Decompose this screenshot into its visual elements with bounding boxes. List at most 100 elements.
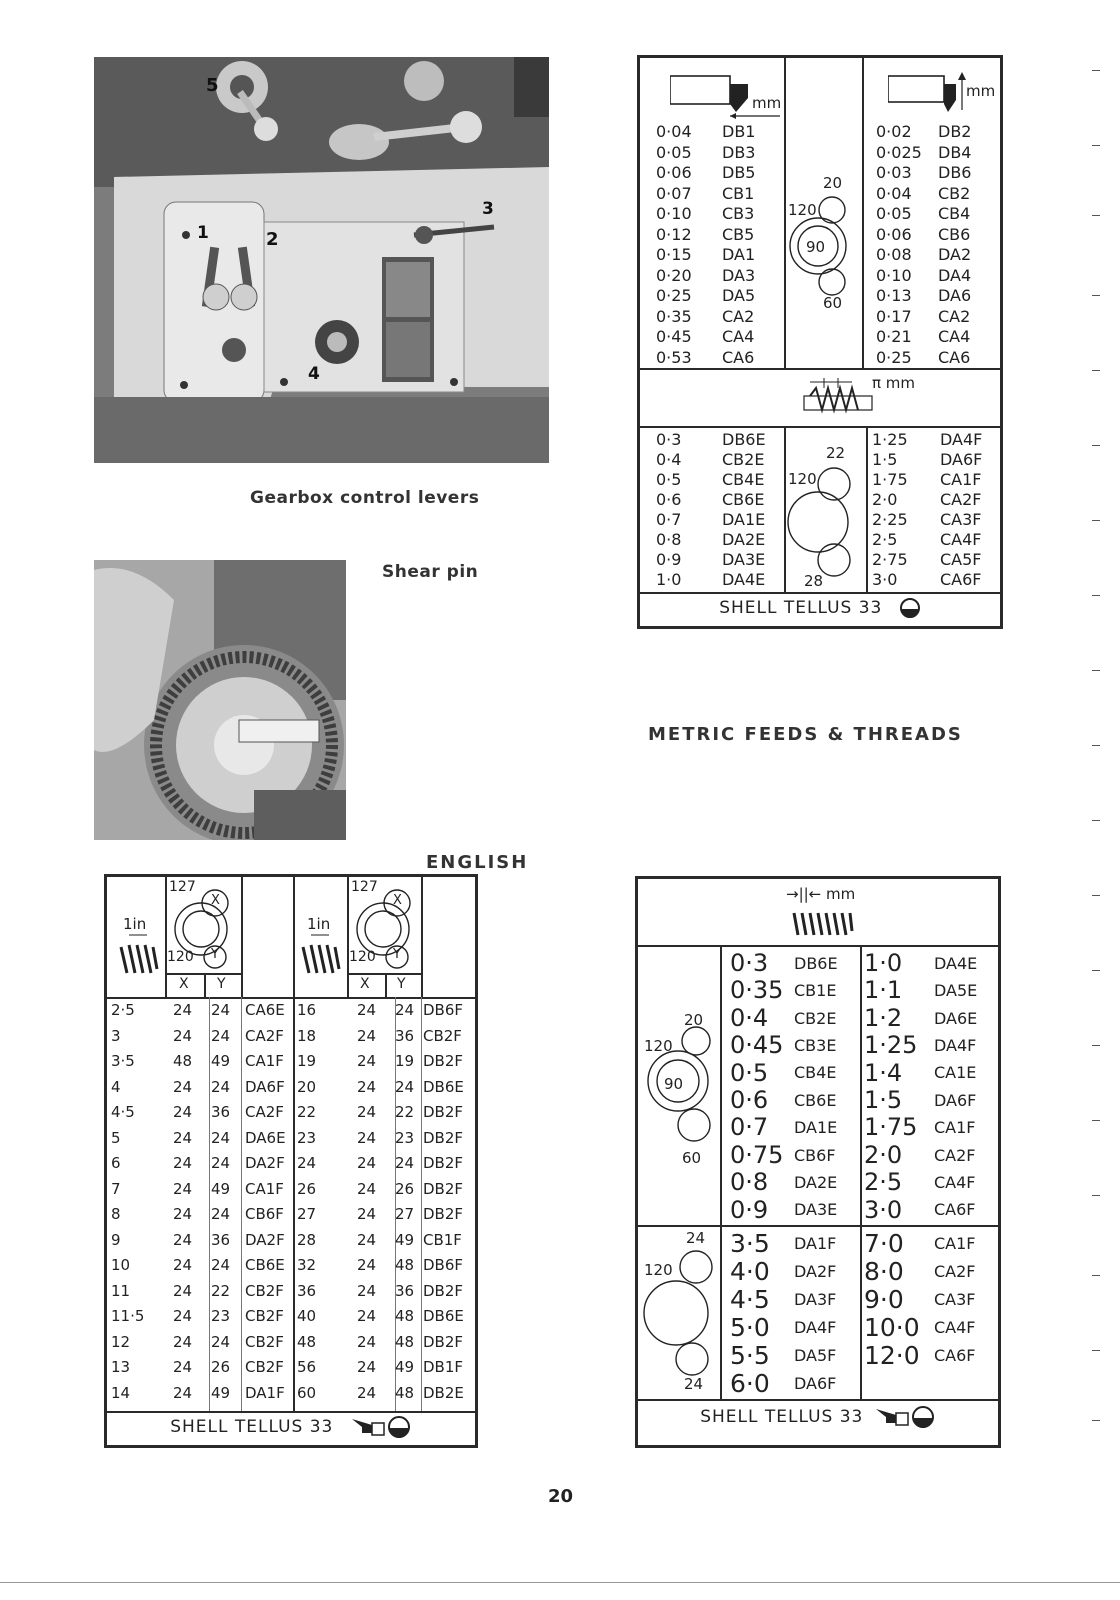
pitch-value: 2·5	[872, 530, 898, 549]
english-oil-label: SHELL TELLUS 33	[107, 1415, 475, 1439]
lever-code: DB4	[938, 142, 972, 162]
gear-x: 24	[173, 1230, 193, 1249]
tpi-value: 60	[297, 1383, 317, 1402]
lever-label-3: 3	[482, 199, 494, 219]
gear-x: 24	[357, 1026, 377, 1045]
margin-mark	[1092, 895, 1100, 896]
pitch-value: 0·4	[656, 450, 682, 469]
gear-60-label: 60	[823, 294, 843, 312]
lever-code: DB6E	[423, 1307, 464, 1325]
thread-spring-icon-right	[301, 934, 341, 974]
lever-code: DA1	[722, 245, 756, 264]
gear-x: 24	[173, 1077, 193, 1096]
lever-code: DB5	[722, 163, 756, 182]
pitch-value: 0·8	[730, 1168, 769, 1197]
tpi-value: 28	[297, 1230, 317, 1249]
lever-code: DB2F	[423, 1179, 464, 1198]
gear-24-label-top: 24	[686, 1229, 706, 1247]
gear-120-label: 120	[644, 1037, 673, 1055]
gear-y: 27	[395, 1205, 415, 1223]
pitch-value: 0·25	[656, 286, 692, 305]
gear-x: 24	[173, 1205, 193, 1223]
gear-x: 24	[173, 1001, 193, 1019]
gear-y: 24	[211, 1332, 231, 1351]
lever-code: CB2F	[423, 1026, 462, 1045]
gear-x: 24	[357, 1001, 377, 1019]
lever-code: DB2E	[423, 1383, 464, 1402]
gear-y: 49	[211, 1052, 231, 1070]
shear-pin-caption: Shear pin	[382, 562, 479, 582]
lever-code: DB1	[722, 122, 756, 141]
gear-24-label-bottom: 24	[684, 1375, 704, 1393]
oil-spec-text: SHELL TELLUS 33	[170, 1417, 334, 1437]
gear-y: 24	[211, 1256, 231, 1274]
margin-mark	[1092, 595, 1100, 596]
gear-x: 24	[357, 1154, 377, 1172]
lever-code: DB2F	[423, 1281, 464, 1300]
pitch-value: 0·7	[730, 1113, 769, 1142]
margin-mark	[1092, 1420, 1100, 1421]
gear-127-label-right: 127	[351, 879, 378, 895]
gear-x: 24	[173, 1358, 193, 1376]
pitch-value: 0·12	[656, 224, 692, 244]
pitch-value: 0·06	[876, 224, 912, 244]
facing-tool-icon	[888, 72, 966, 112]
lever-code: CA3F	[934, 1290, 976, 1310]
pitch-value: 0·45	[656, 327, 692, 346]
lever-code: DB2F	[423, 1052, 464, 1070]
table-row: 0·7 DA1E	[730, 1113, 860, 1142]
pitch-value: 1·2	[864, 1003, 903, 1032]
lever-code: CA4F	[934, 1172, 976, 1192]
lever-code: DB6	[938, 163, 972, 182]
gear-y: 24	[211, 1077, 231, 1096]
gear-x: 24	[173, 1256, 193, 1274]
lever-code: CA2F	[934, 1145, 976, 1165]
gear-x: 24	[357, 1307, 377, 1325]
lever-code: CB2E	[794, 1008, 837, 1028]
pitch-value: 1·0	[864, 949, 903, 977]
lever-code: DA2F	[245, 1154, 285, 1172]
tpi-value: 20	[297, 1077, 317, 1096]
col-x-header-right: X	[360, 976, 370, 992]
thread-unit-label: π mm	[872, 374, 916, 392]
pitch-value: 0·21	[876, 327, 912, 346]
margin-mark	[1092, 145, 1100, 146]
gear-x: 24	[173, 1179, 193, 1198]
margin-mark	[1092, 1120, 1100, 1121]
lever-code: DA4F	[940, 430, 983, 449]
lever-code: DA1E	[794, 1118, 838, 1138]
pitch-value: 1·0	[656, 570, 682, 589]
margin-mark	[1092, 970, 1100, 971]
lever-code: DA4E	[934, 953, 978, 973]
margin-mark	[1092, 370, 1100, 371]
tpi-value: 27	[297, 1205, 317, 1223]
margin-mark	[1092, 1350, 1100, 1351]
lever-code: CA4	[938, 327, 971, 346]
gearbox-photo-illustration	[94, 57, 549, 463]
pitch-value: 0·08	[876, 245, 912, 264]
lever-code: DB6F	[423, 1256, 464, 1274]
gear-90-label: 90	[664, 1075, 684, 1093]
right-feed-unit: mm	[966, 82, 996, 100]
pitch-value: 0·6	[730, 1086, 769, 1114]
thread-gear-train-diagram	[787, 467, 851, 577]
